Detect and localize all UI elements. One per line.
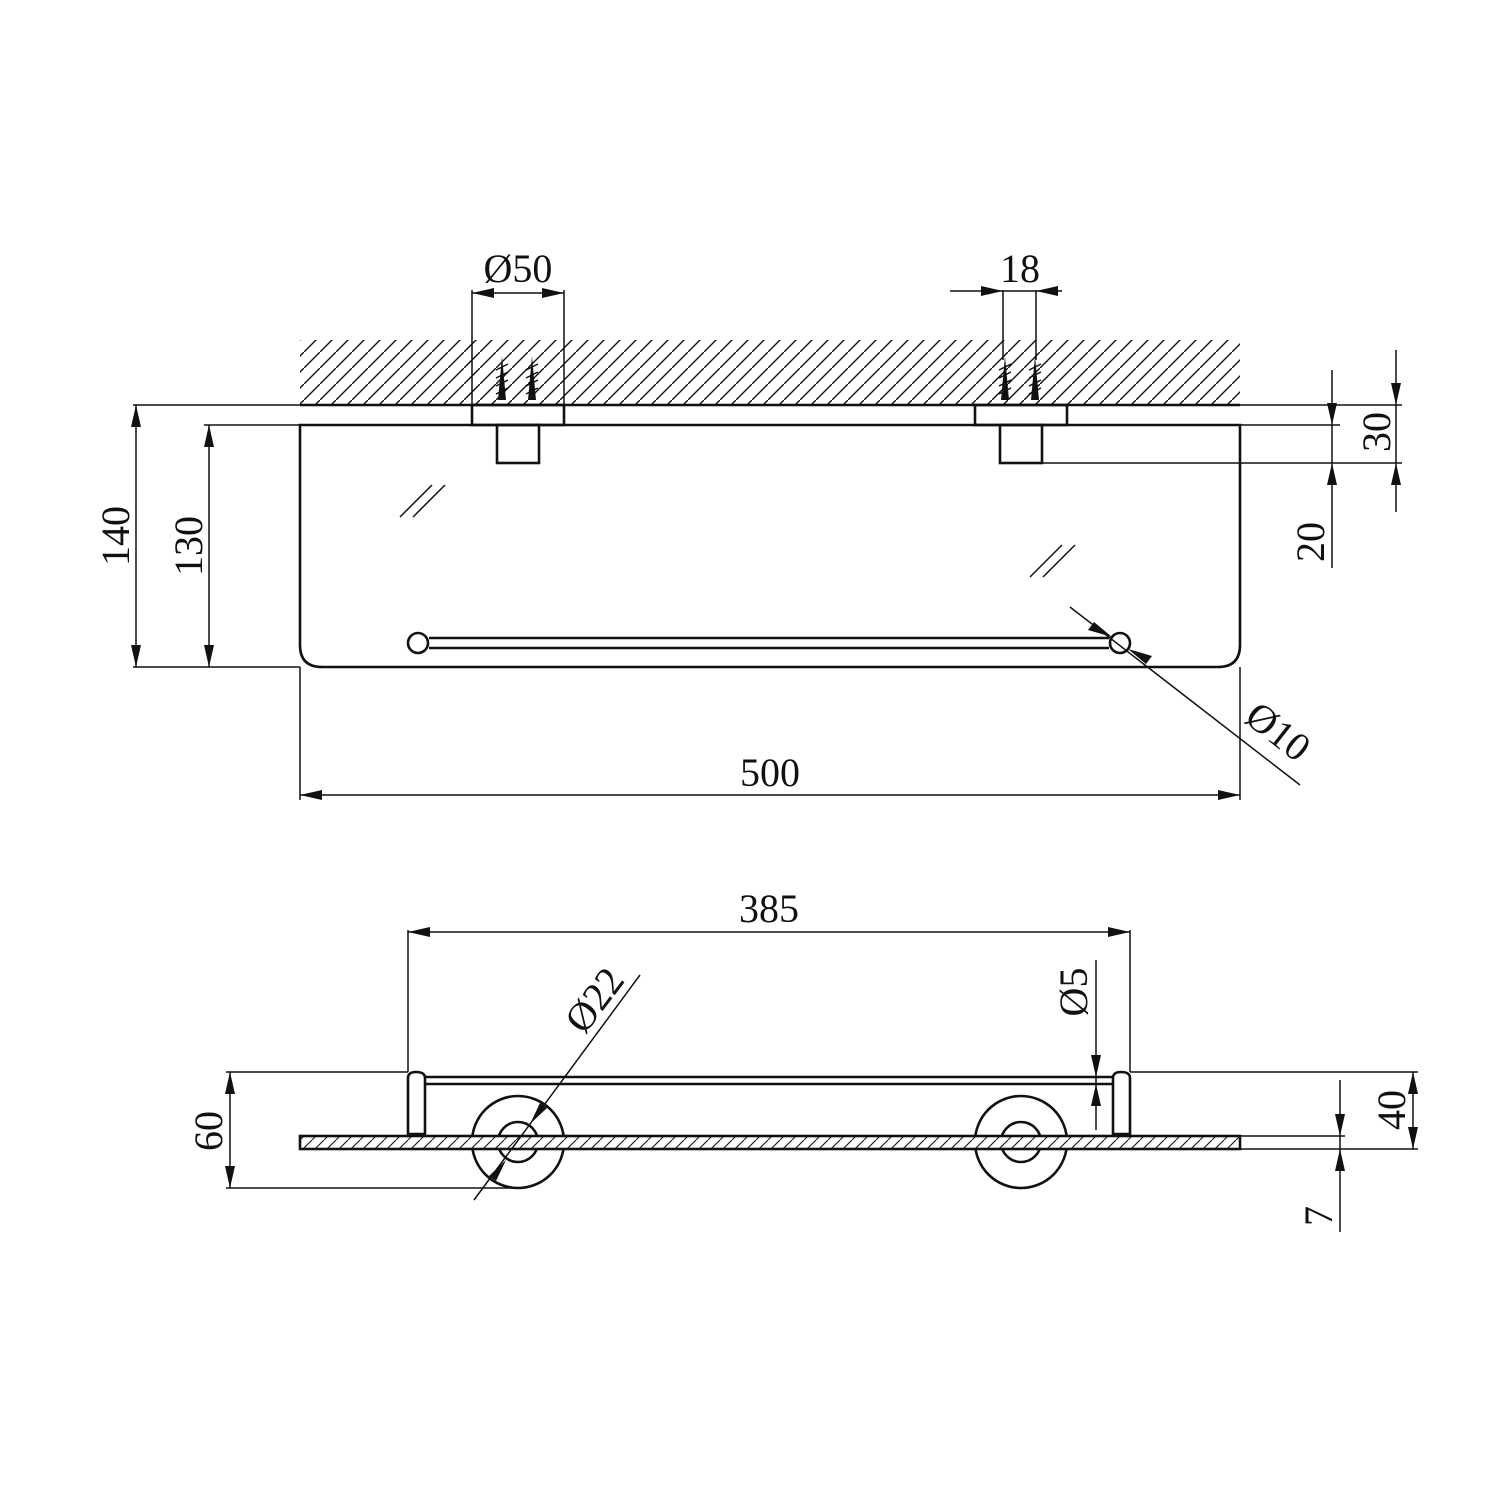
- dim-text: 30: [1354, 412, 1399, 452]
- dim-height-total: 60: [186, 1071, 518, 1189]
- top-view: Ø50 18 140 130: [93, 246, 1402, 800]
- dim-rosette-diameter: Ø22: [473, 959, 641, 1201]
- screw-icon: [495, 356, 509, 400]
- screw-icon: [525, 356, 539, 400]
- dim-text: Ø5: [1051, 968, 1096, 1017]
- glass-shelf-outline: [298, 423, 1242, 669]
- dim-bracket-depth: 30: [1042, 350, 1402, 512]
- dim-text: 20: [1288, 522, 1333, 562]
- bracket-right: [973, 403, 1069, 465]
- dim-text: 7: [1296, 1206, 1341, 1226]
- dim-text: Ø22: [556, 959, 633, 1041]
- dim-text: 130: [166, 516, 211, 576]
- glass-reflection-marks-right: [1029, 544, 1076, 578]
- dim-text: 18: [1000, 246, 1040, 291]
- dim-depth-total: 140: [93, 404, 300, 668]
- dim-text: 500: [740, 750, 800, 795]
- dim-bracket-offset: 20: [1288, 370, 1337, 568]
- rail-top-view: [406, 631, 1132, 655]
- dim-bracket-diameter: Ø50: [472, 246, 564, 298]
- dim-rod-diameter: Ø5: [1051, 960, 1101, 1130]
- dim-rail-height: 40: [1130, 1071, 1418, 1150]
- dim-text: 385: [739, 886, 799, 931]
- rail-side-view: [406, 1070, 1132, 1136]
- dim-text: Ø10: [1237, 692, 1319, 770]
- screw-icon: [998, 356, 1012, 400]
- dim-rail-diameter: Ø10: [1069, 606, 1319, 786]
- dim-depth-glass: 130: [166, 424, 300, 667]
- dim-text: 40: [1369, 1090, 1414, 1130]
- wall-hatch: [300, 340, 1240, 405]
- side-view: 385 Ø22 Ø5 60: [186, 886, 1418, 1232]
- screw-icon: [1028, 356, 1042, 400]
- bracket-left: [470, 290, 566, 465]
- dim-glass-thickness: 7: [1240, 1080, 1345, 1232]
- dim-text: Ø50: [484, 246, 553, 291]
- dim-text: 140: [93, 506, 138, 566]
- dim-width: 500: [299, 667, 1241, 800]
- glass-plate-side: [298, 1134, 1242, 1151]
- glass-reflection-marks-left: [399, 484, 446, 518]
- dim-screw-spacing: 18: [950, 246, 1062, 360]
- dim-text: 60: [186, 1111, 231, 1151]
- dim-rail-length: 385: [407, 886, 1131, 1072]
